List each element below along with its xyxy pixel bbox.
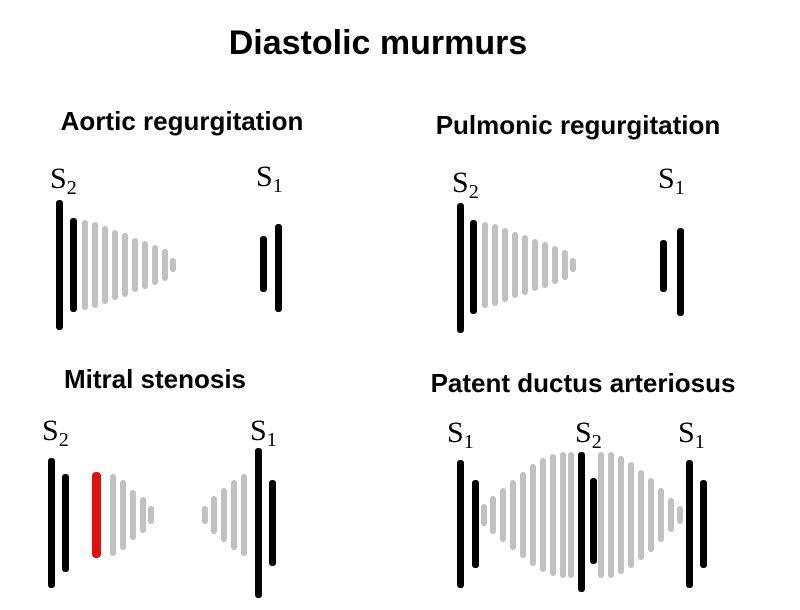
panel-title: Aortic regurgitation: [61, 106, 304, 136]
sound-subscript: 1: [695, 431, 705, 453]
sound-label-s1: S1: [256, 160, 283, 197]
murmur-continuous-machinery: [481, 452, 683, 578]
heart-sound-s1: [686, 460, 707, 588]
heart-sound-s2: [56, 200, 77, 330]
heart-sound-s2: [578, 452, 597, 592]
heart-sound-s1: [660, 228, 684, 316]
sound-letter: S: [452, 166, 469, 199]
sound-label-s2: S2: [575, 416, 602, 453]
sound-letter: S: [256, 160, 273, 193]
heart-sound-s2: [48, 458, 69, 588]
sound-label-s1: S1: [447, 416, 474, 453]
heart-sound-s1: [260, 224, 282, 312]
sound-letter: S: [447, 416, 464, 449]
panel-aortic-regurgitation: Aortic regurgitation S2 S1: [50, 106, 303, 330]
sound-label-s2: S2: [42, 414, 69, 451]
sound-label-s1: S1: [658, 162, 685, 199]
sound-subscript: 2: [469, 181, 479, 203]
sound-letter: S: [42, 414, 59, 447]
sound-label-s2: S2: [50, 162, 77, 199]
panel-title: Mitral stenosis: [64, 364, 246, 394]
sound-subscript: 2: [67, 177, 77, 199]
sound-subscript: 1: [267, 429, 277, 451]
sound-subscript: 2: [592, 431, 602, 453]
heart-sound-s1: [255, 448, 276, 598]
panel-title: Patent ductus arteriosus: [431, 368, 736, 398]
murmur-decrescendo: [482, 222, 576, 308]
sound-letter: S: [678, 416, 695, 449]
panel-title: Pulmonic regurgitation: [436, 110, 721, 140]
sound-subscript: 2: [59, 429, 69, 451]
panel-patent-ductus-arteriosus: Patent ductus arteriosus S1 S2 S1: [431, 368, 736, 592]
sound-letter: S: [575, 416, 592, 449]
opening-snap: [92, 472, 101, 558]
sound-subscript: 1: [675, 177, 685, 199]
sound-letter: S: [50, 162, 67, 195]
sound-subscript: 1: [273, 175, 283, 197]
heart-sound-s1: [457, 460, 479, 588]
page-title: Diastolic murmurs: [229, 24, 528, 62]
sound-label-s1: S1: [678, 416, 705, 453]
heart-sound-s2: [457, 203, 477, 333]
sound-letter: S: [250, 414, 267, 447]
murmur-decrescendo: [82, 220, 176, 310]
sound-subscript: 1: [464, 431, 474, 453]
sound-label-s2: S2: [452, 166, 479, 203]
panel-pulmonic-regurgitation: Pulmonic regurgitation S2 S1: [436, 110, 721, 333]
sound-label-s1: S1: [250, 414, 277, 451]
murmur-presystolic-crescendo: [202, 474, 247, 556]
sound-letter: S: [658, 162, 675, 195]
panel-mitral-stenosis: Mitral stenosis S2 S1: [42, 364, 277, 598]
murmur-early-decrescendo: [110, 474, 154, 556]
